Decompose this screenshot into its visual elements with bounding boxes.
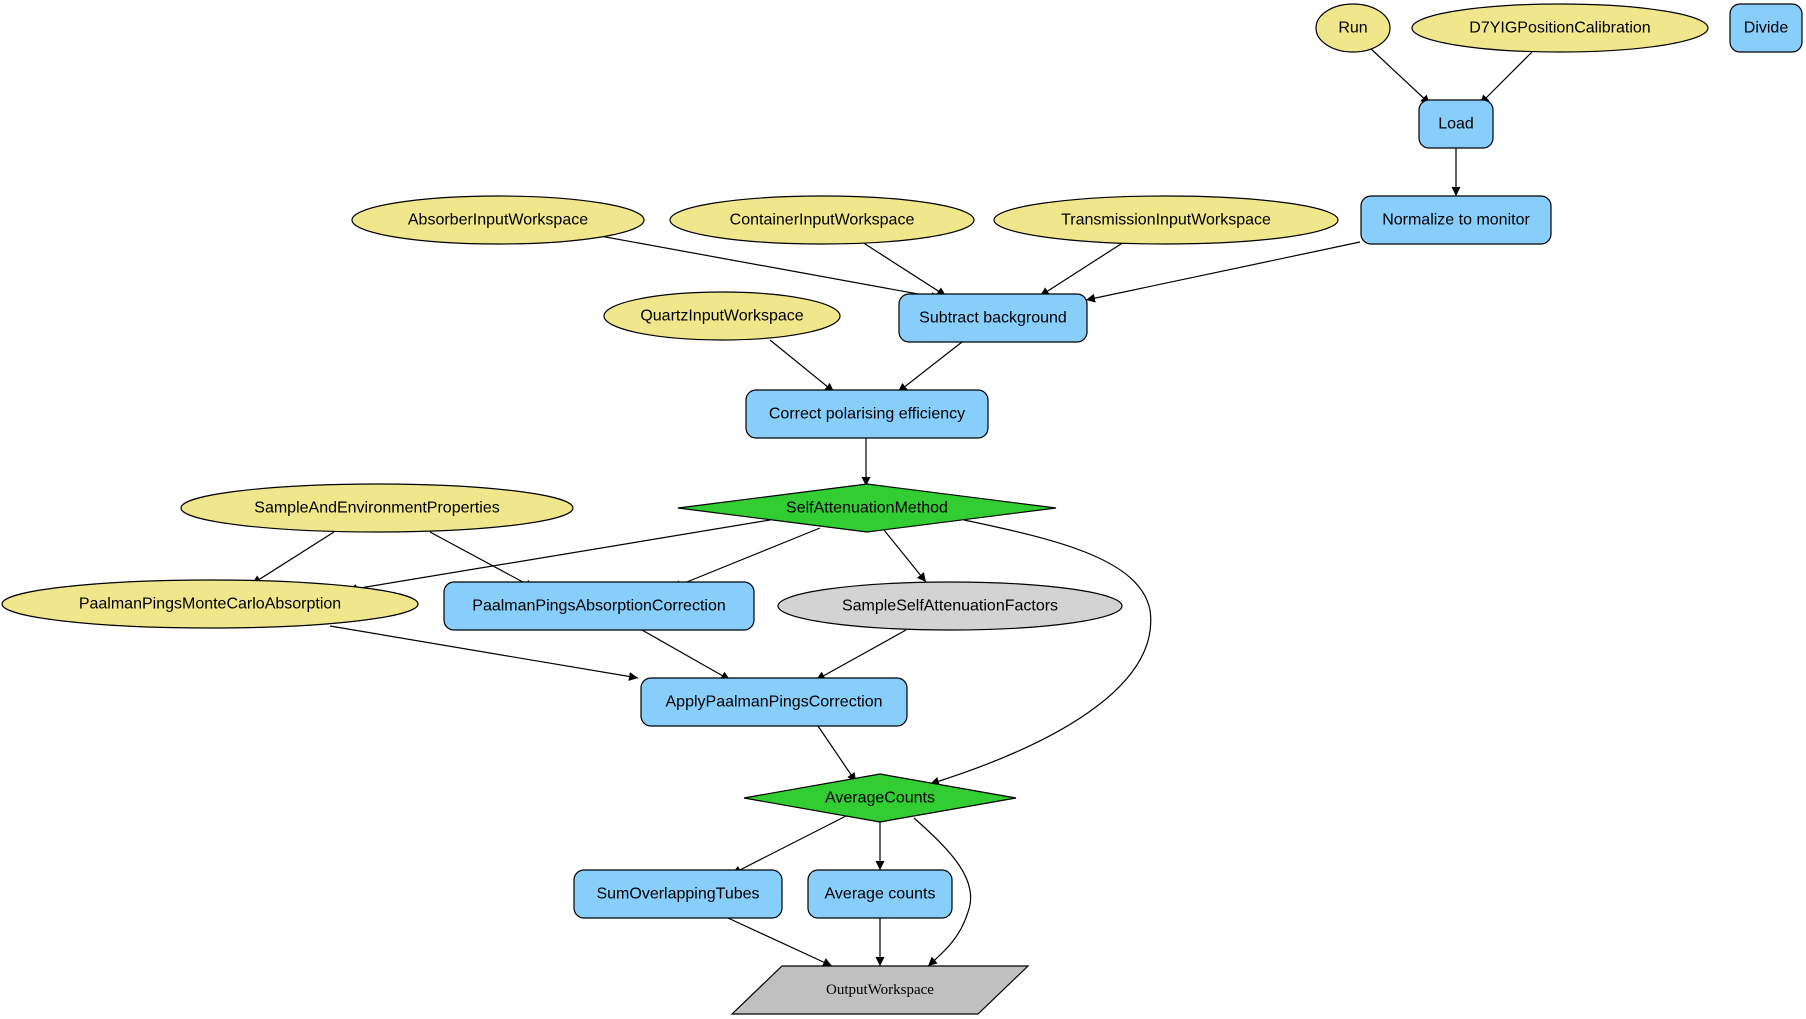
edge-run-load bbox=[1369, 47, 1431, 105]
normalize-shape bbox=[1360, 195, 1552, 245]
edge-avgcounts-output bbox=[913, 817, 972, 967]
sampleprops-label: SampleAndEnvironmentProperties bbox=[254, 500, 499, 517]
edge-absorber-subtract bbox=[599, 235, 941, 301]
sumtubes-label: SumOverlappingTubes bbox=[596, 886, 759, 903]
node-absorber-input-workspace[interactable]: AbsorberInputWorkspace bbox=[351, 195, 645, 245]
edge-abscorr-apply bbox=[641, 629, 731, 681]
avgcounts-label: AverageCounts bbox=[825, 790, 935, 807]
selfatt-shape bbox=[677, 483, 1057, 533]
edge-sampleprops-montecarlo bbox=[251, 531, 335, 585]
node-self-attenuation-method[interactable]: SelfAttenuationMethod bbox=[677, 483, 1057, 533]
abscorr-label: PaalmanPingsAbsorptionCorrection bbox=[472, 598, 725, 615]
container-shape bbox=[669, 195, 975, 245]
edge-selfatt-factors bbox=[883, 529, 927, 583]
edge-selfatt-avgcounts bbox=[929, 519, 1152, 786]
node-sample-and-environment-properties[interactable]: SampleAndEnvironmentProperties bbox=[180, 483, 574, 533]
quartz-shape bbox=[603, 291, 841, 341]
average-shape bbox=[807, 869, 953, 919]
edge-quartz-polarising bbox=[769, 339, 835, 393]
node-output-workspace[interactable]: OutputWorkspace bbox=[730, 965, 1030, 1015]
load-label: Load bbox=[1438, 116, 1474, 133]
abscorr-shape bbox=[443, 581, 755, 631]
edge-sampleprops-abscorr bbox=[429, 531, 535, 589]
edge-container-subtract bbox=[861, 241, 947, 297]
normalize-label: Normalize to monitor bbox=[1382, 212, 1530, 229]
node-paalman-pings-monte-carlo-absorption[interactable]: PaalmanPingsMonteCarloAbsorption bbox=[1, 579, 419, 629]
node-average-counts[interactable]: Average counts bbox=[807, 869, 953, 919]
transmission-label: TransmissionInputWorkspace bbox=[1061, 212, 1271, 229]
edge-factors-apply bbox=[815, 629, 907, 681]
run-label: Run bbox=[1338, 20, 1367, 37]
edge-selfatt-montecarlo bbox=[347, 519, 771, 593]
node-subtract-background[interactable]: Subtract background bbox=[898, 293, 1088, 343]
node-divide[interactable]: Divide bbox=[1729, 3, 1803, 53]
factors-shape bbox=[777, 581, 1123, 631]
average-label: Average counts bbox=[825, 886, 936, 903]
edge-selfatt-abscorr bbox=[671, 527, 821, 589]
edge-sumtubes-output bbox=[727, 917, 833, 967]
subtract-shape bbox=[898, 293, 1088, 343]
edge-transmission-subtract bbox=[1039, 241, 1125, 297]
node-quartz-input-workspace[interactable]: QuartzInputWorkspace bbox=[603, 291, 841, 341]
apply-label: ApplyPaalmanPingsCorrection bbox=[666, 694, 883, 711]
yig-shape bbox=[1411, 3, 1709, 53]
nodes: Run D7YIGPositionCalibration Divide Load… bbox=[1, 3, 1803, 1015]
edge-yig-load bbox=[1479, 51, 1533, 105]
montecarlo-shape bbox=[1, 579, 419, 629]
absorber-shape bbox=[351, 195, 645, 245]
node-correct-polarising-efficiency[interactable]: Correct polarising efficiency bbox=[745, 389, 989, 439]
yig-label: D7YIGPositionCalibration bbox=[1469, 20, 1650, 37]
node-sum-overlapping-tubes[interactable]: SumOverlappingTubes bbox=[573, 869, 783, 919]
factors-label: SampleSelfAttenuationFactors bbox=[842, 598, 1058, 615]
node-container-input-workspace[interactable]: ContainerInputWorkspace bbox=[669, 195, 975, 245]
subtract-label: Subtract background bbox=[919, 310, 1067, 327]
divide-shape bbox=[1729, 3, 1803, 53]
transmission-shape bbox=[993, 195, 1339, 245]
polarising-shape bbox=[745, 389, 989, 439]
edge-montecarlo-apply bbox=[329, 625, 639, 681]
node-transmission-input-workspace[interactable]: TransmissionInputWorkspace bbox=[993, 195, 1339, 245]
apply-shape bbox=[640, 677, 908, 727]
selfatt-label: SelfAttenuationMethod bbox=[786, 500, 948, 517]
quartz-label: QuartzInputWorkspace bbox=[640, 308, 803, 325]
edge-normalize-subtract bbox=[1085, 241, 1361, 303]
load-shape bbox=[1418, 99, 1494, 149]
absorber-label: AbsorberInputWorkspace bbox=[408, 212, 588, 229]
node-sample-self-attenuation-factors[interactable]: SampleSelfAttenuationFactors bbox=[777, 581, 1123, 631]
avgcounts-shape bbox=[743, 773, 1017, 823]
node-apply-paalman-pings-correction[interactable]: ApplyPaalmanPingsCorrection bbox=[640, 677, 908, 727]
sumtubes-shape bbox=[573, 869, 783, 919]
node-run[interactable]: Run bbox=[1315, 3, 1391, 53]
node-normalize-to-monitor[interactable]: Normalize to monitor bbox=[1360, 195, 1552, 245]
output-shape bbox=[730, 965, 1030, 1015]
run-shape bbox=[1315, 3, 1391, 53]
container-label: ContainerInputWorkspace bbox=[730, 212, 915, 229]
divide-label: Divide bbox=[1744, 20, 1789, 37]
sampleprops-shape bbox=[180, 483, 574, 533]
polarising-label: Correct polarising efficiency bbox=[769, 406, 965, 423]
edges bbox=[251, 47, 1533, 967]
node-paalman-pings-absorption-correction[interactable]: PaalmanPingsAbsorptionCorrection bbox=[443, 581, 755, 631]
edge-avgcounts-sumtubes bbox=[731, 815, 847, 875]
edge-apply-avgcounts bbox=[817, 725, 857, 783]
montecarlo-label: PaalmanPingsMonteCarloAbsorption bbox=[79, 596, 341, 613]
edge-subtract-polarising bbox=[897, 341, 963, 393]
output-label: OutputWorkspace bbox=[826, 982, 934, 998]
node-load[interactable]: Load bbox=[1418, 99, 1494, 149]
node-average-counts-decision[interactable]: AverageCounts bbox=[743, 773, 1017, 823]
node-d7yig-position-calibration[interactable]: D7YIGPositionCalibration bbox=[1411, 3, 1709, 53]
